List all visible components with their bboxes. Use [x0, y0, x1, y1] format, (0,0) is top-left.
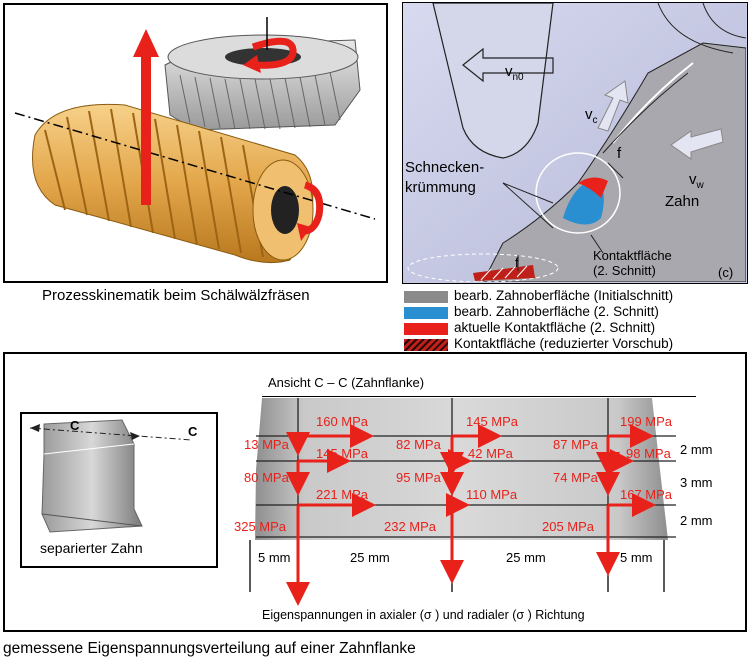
stress-label-r2-top-1: 145 MPa	[316, 446, 369, 461]
process-kinematics-panel	[3, 3, 388, 283]
tooth-label: Zahn	[665, 193, 700, 210]
view-title: Ansicht C – C (Zahnflanke)	[268, 375, 425, 390]
dim-right-1: 2 mm	[680, 442, 713, 457]
workpiece-gear	[164, 34, 361, 131]
vn0-label: vn0	[505, 63, 524, 83]
panel-c-label: (c)	[718, 265, 734, 280]
dim-bottom-4: 5 mm	[620, 550, 653, 565]
stress-label-r3-left-2: 232 MPa	[384, 519, 437, 534]
stress-label-r3-top-2: 110 MPa	[466, 487, 518, 502]
section-c-left: C	[70, 418, 80, 433]
separated-tooth-label: separierter Zahn	[40, 540, 143, 556]
contact-zone-panel: vn0 vc vw f Schnecken- krümmung Zahn Kon…	[402, 2, 748, 284]
hob-axis-line	[14, 112, 376, 220]
process-kinematics-caption: Prozesskinematik beim Schälwälzfräsen	[42, 287, 310, 304]
separated-tooth-inset: C C separierter Zahn	[20, 412, 218, 568]
stress-label-r3-top-3: 167 MPa	[620, 487, 673, 502]
wheel-rotation-arrow	[251, 37, 297, 69]
dim-bottom-1: 5 mm	[258, 550, 291, 565]
figure-caption: gemessene Eigenspannungsverteilung auf e…	[3, 640, 416, 657]
dim-right-2: 3 mm	[680, 475, 713, 490]
feed-f-label: f	[617, 145, 622, 162]
stress-label-r1-top-1: 160 MPa	[316, 414, 369, 429]
stress-label-r2-top-3: 98 MPa	[626, 446, 671, 461]
hob-rotation-arrow	[303, 181, 324, 235]
stress-label-r2-left-1: 80 MPa	[244, 470, 289, 485]
stress-label-r2-left-3: 74 MPa	[553, 470, 598, 485]
hob-illustration	[14, 17, 376, 264]
dim-right-3: 2 mm	[680, 513, 713, 528]
worm-curvature-label: Schnecken- krümmung	[405, 159, 485, 196]
tooth-3d-illustration	[29, 419, 193, 533]
feed-arrow-up	[133, 29, 159, 205]
stress-label-r1-left-2: 82 MPa	[396, 437, 441, 452]
section-c-right: C	[188, 424, 198, 439]
vc-label: vc	[585, 106, 598, 126]
dim-bottom-2: 25 mm	[350, 550, 390, 565]
view-title-rule	[262, 396, 696, 397]
stress-label-r3-left-1: 325 MPa	[234, 519, 287, 534]
stress-label-r3-left-3: 205 MPa	[542, 519, 595, 534]
dim-bottom-3: 25 mm	[506, 550, 546, 565]
stress-label-r1-top-2: 145 MPa	[466, 414, 519, 429]
contact-zone-illustration	[403, 3, 746, 282]
stress-label-r1-left-3: 87 MPa	[553, 437, 598, 452]
stress-label-r2-left-2: 95 MPa	[396, 470, 441, 485]
stress-direction-footer: Eigenspannungen in axialer (σ ) und radi…	[262, 608, 585, 622]
stress-label-r1-left-1: 13 MPa	[244, 437, 289, 452]
contact-surface-label: Kontaktfläche (2. Schnitt)	[593, 248, 672, 278]
skiving-hob	[32, 103, 314, 264]
stress-label-r1-top-3: 199 MPa	[620, 414, 673, 429]
stress-label-r2-top-2: 42 MPa	[468, 446, 513, 461]
vw-label: vw	[689, 171, 704, 191]
fz-label: f	[515, 255, 519, 270]
stress-label-r3-top-1: 221 MPa	[316, 487, 369, 502]
